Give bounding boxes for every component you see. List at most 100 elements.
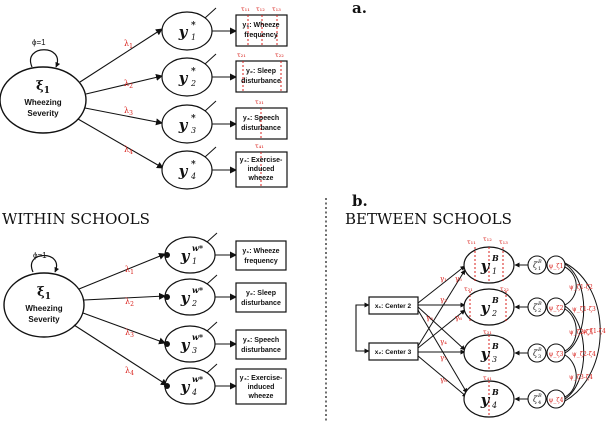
loading-arrow-b-4 bbox=[73, 324, 168, 386]
factor-ellipse-b bbox=[3, 272, 85, 338]
phi-label-a: ϕ=1 bbox=[32, 38, 46, 47]
factor-name-b-1: Wheezing bbox=[25, 304, 62, 313]
svg-text:1: 1 bbox=[538, 266, 541, 272]
svg-text:ψ_ζ1: ψ_ζ1 bbox=[549, 263, 564, 270]
psi-cov-14: ψ_ζ1-ζ4 bbox=[582, 328, 606, 335]
cov-curve-24 bbox=[564, 305, 585, 400]
svg-text:2: 2 bbox=[491, 309, 497, 318]
tau-a-13: τ₁₃ bbox=[272, 5, 281, 13]
cov-curve-14 bbox=[564, 262, 601, 402]
gamma-path-6 bbox=[417, 309, 466, 349]
svg-text:4: 4 bbox=[491, 401, 497, 410]
svg-text:4: 4 bbox=[538, 400, 541, 406]
lambda-b-1: λ1 bbox=[125, 265, 134, 276]
svg-text:frequency: frequency bbox=[244, 258, 278, 265]
svg-text:wheeze: wheeze bbox=[248, 175, 274, 182]
svg-text:B: B bbox=[537, 347, 542, 353]
between-latent-2: y 2 B bbox=[463, 288, 515, 326]
tau-b-11: τ₁₁ bbox=[467, 238, 476, 246]
gamma-label-5: γ₅ bbox=[455, 275, 462, 283]
predictor-covariance bbox=[355, 302, 370, 354]
latent-a-4: y 4 * bbox=[161, 146, 217, 190]
within-latent-3: y 3 w* bbox=[164, 321, 218, 363]
svg-text:y: y bbox=[178, 69, 189, 87]
within-title: WITHIN SCHOOLS bbox=[2, 210, 150, 228]
svg-text:induced: induced bbox=[248, 384, 275, 391]
lambda-a-2: λ2 bbox=[124, 79, 133, 90]
svg-text:y₁: Wheeze: y₁: Wheeze bbox=[242, 248, 279, 255]
between-model: x₁: Center 2 x₂: Center 3 γ₁ γ₂ γ₃ γ₄ γ₅… bbox=[355, 235, 606, 418]
zeta-3: ζ 3 B bbox=[527, 343, 547, 363]
svg-text:y: y bbox=[180, 378, 191, 396]
svg-text:ζ: ζ bbox=[533, 349, 538, 358]
within-latent-2: y 2 w* bbox=[164, 274, 218, 316]
tau-a-31: τ₃₁ bbox=[255, 98, 264, 106]
svg-text:ζ: ζ bbox=[533, 395, 538, 404]
lambda-b-3: λ3 bbox=[125, 328, 134, 339]
cov-curve-23 bbox=[564, 308, 577, 352]
svg-text:y: y bbox=[480, 299, 491, 317]
factor-name-b-2: Severity bbox=[28, 315, 60, 324]
cov-curve-13 bbox=[564, 263, 585, 354]
gamma-label-6: γ₆ bbox=[455, 314, 462, 322]
within-box-1: y₁: Wheeze frequency bbox=[235, 240, 287, 271]
svg-text:disturbance: disturbance bbox=[241, 347, 281, 354]
tau-a-11: τ₁₁ bbox=[241, 5, 250, 13]
factor-name-a-1: Wheezing bbox=[24, 98, 61, 107]
tau-a-22: τ₂₂ bbox=[275, 51, 284, 59]
gamma-label-1: γ₁ bbox=[440, 275, 447, 283]
gamma-label-2: γ₂ bbox=[440, 296, 447, 304]
svg-text:y: y bbox=[180, 336, 191, 354]
psi-cov-23: ψ_ζ2-ζ3 bbox=[569, 329, 593, 336]
loading-arrow-b-2 bbox=[83, 292, 166, 301]
tau-b-21: τ₂₁ bbox=[464, 285, 473, 293]
svg-text:disturbance: disturbance bbox=[241, 125, 281, 132]
latent-a-2: y 2 * bbox=[161, 53, 217, 97]
zeta-1: ζ 1 B bbox=[527, 255, 547, 275]
svg-text:4: 4 bbox=[191, 388, 197, 397]
svg-text:w*: w* bbox=[192, 332, 204, 342]
svg-text:B: B bbox=[491, 295, 499, 305]
predictor-box-2: x₂: Center 3 bbox=[368, 342, 419, 361]
loading-arrow-b-3 bbox=[82, 312, 166, 345]
gamma-label-7: γ₇ bbox=[440, 354, 447, 362]
predictor-box-1: x₁: Center 2 bbox=[368, 296, 419, 315]
psi-cov-24: ψ_ζ2-ζ4 bbox=[572, 351, 596, 358]
latent-a-3: y 3 * bbox=[161, 100, 217, 144]
within-latent-1: y 1 w* bbox=[164, 232, 218, 274]
svg-text:3: 3 bbox=[191, 126, 196, 135]
tau-b-22: τ₂₂ bbox=[500, 285, 509, 293]
lambda-b-4: λ4 bbox=[125, 366, 134, 377]
svg-text:y₄: Exercise-: y₄: Exercise- bbox=[240, 157, 283, 164]
svg-text:1: 1 bbox=[192, 257, 197, 266]
svg-text:w*: w* bbox=[192, 285, 204, 295]
svg-text:w*: w* bbox=[192, 243, 204, 253]
indicator-box-a-4: y₄: Exercise- induced wheeze bbox=[235, 151, 288, 188]
svg-text:2: 2 bbox=[190, 79, 196, 88]
panel-a: a. ϕ=1 ξ1 Wheezing Severity λ1 λ2 λ3 λ4 … bbox=[0, 0, 367, 190]
svg-text:B: B bbox=[537, 301, 542, 307]
panel-a-label: a. bbox=[352, 0, 367, 17]
phi-loop-a bbox=[29, 49, 61, 68]
svg-text:y: y bbox=[180, 289, 191, 307]
panel-b-label: b. bbox=[352, 192, 368, 210]
svg-text:B: B bbox=[491, 253, 499, 263]
between-latent-1: y 1 B bbox=[463, 246, 515, 284]
svg-text:1: 1 bbox=[191, 33, 196, 42]
svg-text:disturbance: disturbance bbox=[241, 300, 281, 307]
svg-text:y₂: Sleep: y₂: Sleep bbox=[246, 290, 276, 297]
zeta-4: ζ 4 B bbox=[527, 389, 547, 409]
svg-text:*: * bbox=[191, 114, 196, 124]
indicator-box-a-1: y₁: Wheeze frequency bbox=[235, 14, 288, 47]
psi-variance-3: ψ_ζ3 bbox=[546, 343, 566, 363]
svg-text:B: B bbox=[491, 387, 499, 397]
svg-text:1: 1 bbox=[492, 267, 497, 276]
indicator-box-a-3: y₃: Speech disturbance bbox=[235, 107, 288, 140]
svg-text:y: y bbox=[480, 345, 491, 363]
svg-text:wheeze: wheeze bbox=[248, 393, 274, 400]
gamma-path-1 bbox=[417, 265, 466, 304]
tau-b-13: τ₁₃ bbox=[499, 238, 508, 246]
svg-text:ψ_ζ2: ψ_ζ2 bbox=[549, 305, 564, 312]
zeta-2: ζ 2 B bbox=[527, 297, 547, 317]
